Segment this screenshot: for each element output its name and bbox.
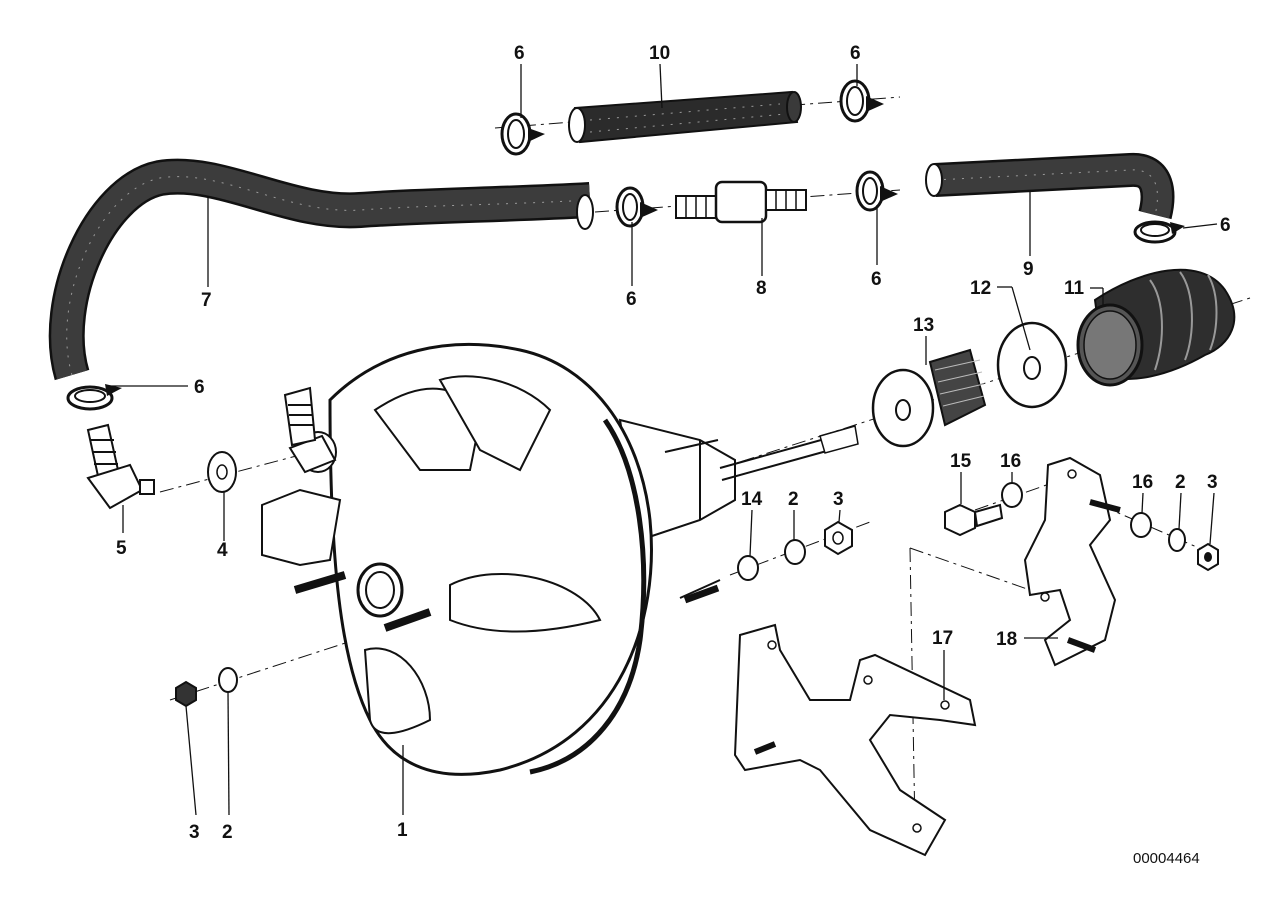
hose-10 [568, 90, 802, 144]
vacuum-hose-7 [48, 158, 594, 381]
hose-clamp-6-mid-right [855, 170, 898, 212]
washer-2-right [1168, 528, 1186, 552]
check-valve-8 [675, 180, 807, 224]
callout-14: 14 [741, 489, 763, 510]
callout-5: 5 [116, 538, 127, 559]
bolt-15 [944, 503, 1004, 537]
callout-6: 6 [871, 269, 882, 290]
leader-lines [108, 63, 1218, 816]
callout-9: 9 [1023, 259, 1034, 280]
callout-18: 18 [996, 629, 1017, 650]
callout-16: 16 [1000, 451, 1021, 472]
washer-16-left [1001, 482, 1023, 508]
callout-15: 15 [950, 451, 972, 472]
nut-3-middle [824, 520, 853, 556]
callout-2: 2 [788, 489, 799, 510]
callout-3: 3 [189, 822, 200, 843]
callout-10: 10 [649, 43, 670, 64]
callout-3: 3 [1207, 472, 1218, 493]
callout-2: 2 [222, 822, 233, 843]
nut-3-lower-left [175, 680, 197, 708]
washer-2-lower-left [218, 667, 238, 693]
hose-clamp-6-top-right [839, 79, 884, 123]
washer-2-middle [784, 539, 806, 565]
brake-booster-1 [261, 342, 859, 776]
bracket-18 [1023, 456, 1121, 667]
callout-2: 2 [1175, 472, 1186, 493]
air-filter-13 [871, 348, 987, 448]
angled-fitting-5 [86, 423, 155, 510]
callout-6: 6 [514, 43, 525, 64]
rubber-boot-11 [1076, 268, 1236, 387]
hose-clamp-6-top-left [500, 112, 545, 156]
callout-13: 13 [913, 315, 934, 336]
callout-8: 8 [756, 278, 767, 299]
nut-3-right [1197, 542, 1219, 572]
callout-17: 17 [932, 628, 953, 649]
callout-11: 11 [1064, 278, 1085, 299]
callout-6: 6 [626, 289, 637, 310]
hose-clamp-6-left [66, 384, 122, 411]
callout-6: 6 [1220, 215, 1231, 236]
washer-12 [996, 321, 1068, 409]
callout-3: 3 [833, 489, 844, 510]
diagram-reference-number: 00004464 [1133, 850, 1200, 867]
hose-9 [925, 153, 1175, 220]
hose-clamp-6-mid-left [615, 186, 658, 228]
callout-4: 4 [217, 540, 228, 561]
callout-1: 1 [397, 820, 408, 841]
hose-clamp-6-far-right [1133, 220, 1185, 244]
callout-12: 12 [970, 278, 991, 299]
washer-14 [737, 555, 759, 581]
callout-6: 6 [194, 377, 205, 398]
callout-labels: 6 10 6 7 6 8 6 9 6 12 11 13 6 5 4 14 2 3… [116, 43, 1231, 843]
callout-7: 7 [201, 290, 212, 311]
callout-6: 6 [850, 43, 861, 64]
washer-16-right [1130, 512, 1152, 538]
bracket-17 [733, 623, 977, 857]
sealing-washer-4 [207, 451, 237, 493]
callout-16: 16 [1132, 472, 1153, 493]
